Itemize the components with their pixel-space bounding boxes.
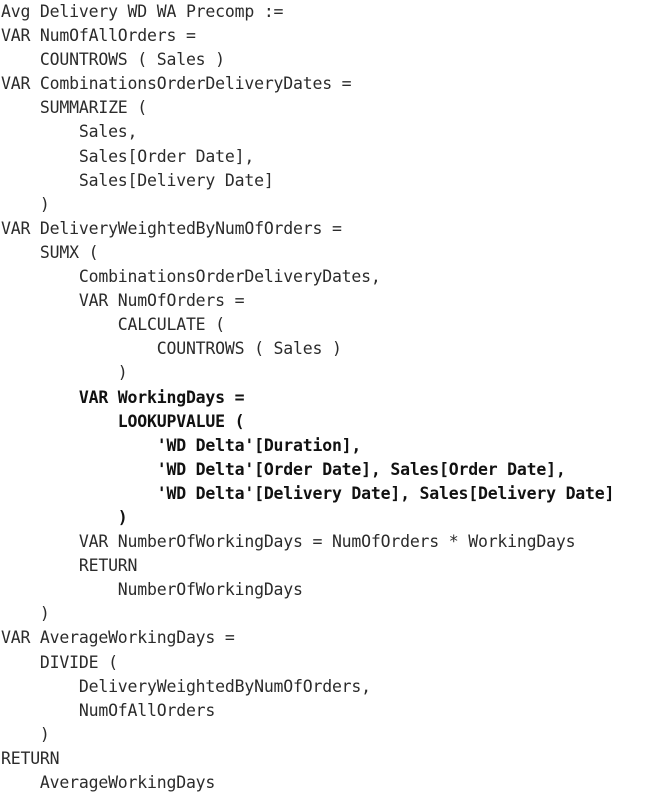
code-line: Sales, <box>1 122 138 142</box>
code-line: DeliveryWeightedByNumOfOrders, <box>1 676 371 696</box>
code-line: 'WD Delta'[Order Date], Sales[Order Date… <box>1 459 566 479</box>
code-line: VAR CombinationsOrderDeliveryDates = <box>1 74 352 94</box>
code-line: CombinationsOrderDeliveryDates, <box>1 267 381 287</box>
code-line: SUMMARIZE ( <box>1 98 148 118</box>
code-line: NumOfAllOrders <box>1 700 216 720</box>
code-line: VAR NumOfOrders = <box>1 291 245 311</box>
code-line: SUMX ( <box>1 242 99 262</box>
code-line: VAR DeliveryWeightedByNumOfOrders = <box>1 218 342 238</box>
code-line: RETURN <box>1 556 138 576</box>
code-line: AverageWorkingDays <box>1 773 216 792</box>
code-line: CALCULATE ( <box>1 315 225 335</box>
code-line: VAR WorkingDays = <box>1 387 245 407</box>
code-line: Sales[Order Date], <box>1 146 255 166</box>
code-line: COUNTROWS ( Sales ) <box>1 50 225 70</box>
code-line: DIVIDE ( <box>1 652 118 672</box>
code-listing: Avg Delivery WD WA Precomp := VAR NumOfAl… <box>1 0 614 795</box>
code-line: ) <box>1 194 50 214</box>
code-line: ) <box>1 363 128 383</box>
code-line: VAR AverageWorkingDays = <box>1 628 235 648</box>
code-line: NumberOfWorkingDays <box>1 580 303 600</box>
code-line: ) <box>1 507 128 527</box>
code-line: Sales[Delivery Date] <box>1 170 274 190</box>
code-line: LOOKUPVALUE ( <box>1 411 245 431</box>
code-line: VAR NumOfAllOrders = <box>1 26 196 46</box>
code-line: VAR NumberOfWorkingDays = NumOfOrders * … <box>1 532 576 552</box>
code-line: 'WD Delta'[Duration], <box>1 435 362 455</box>
code-line: 'WD Delta'[Delivery Date], Sales[Deliver… <box>1 483 615 503</box>
code-line: Avg Delivery WD WA Precomp := <box>1 2 284 21</box>
code-line: COUNTROWS ( Sales ) <box>1 339 342 359</box>
code-line: ) <box>1 724 50 744</box>
code-line: RETURN <box>1 748 60 768</box>
code-line: ) <box>1 604 50 624</box>
